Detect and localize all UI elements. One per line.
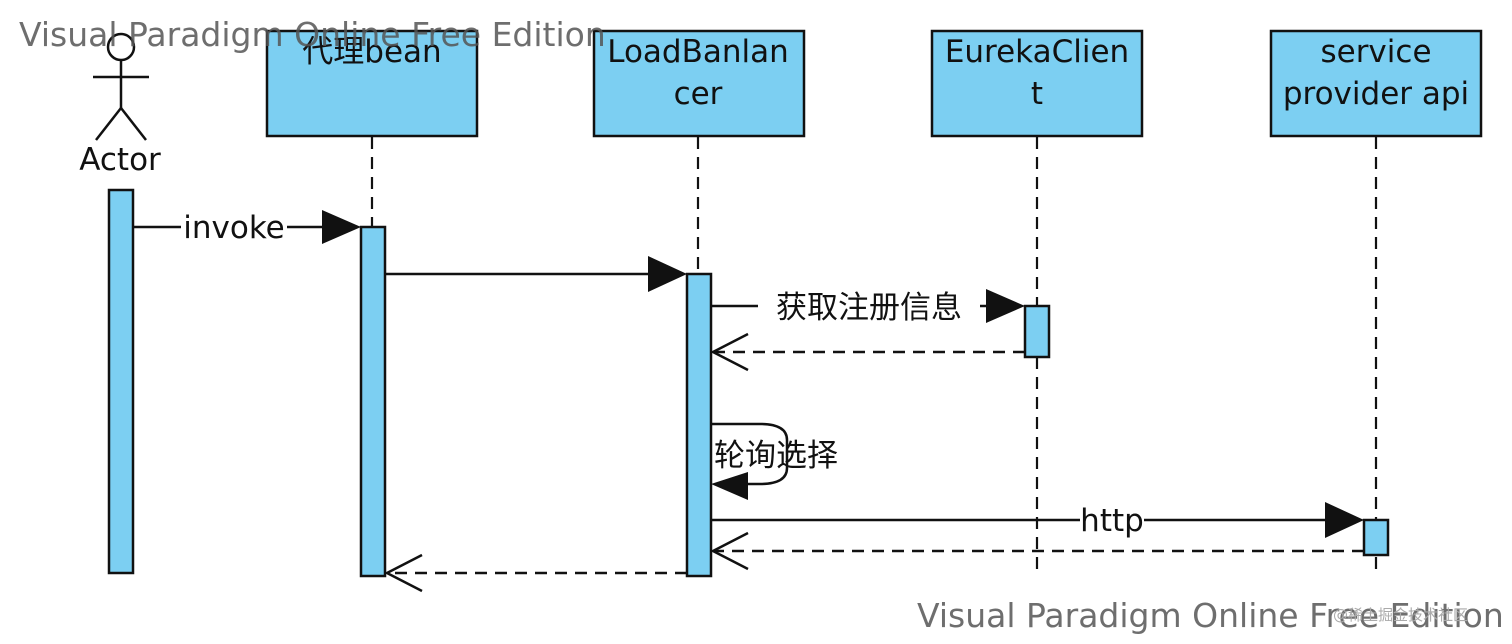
participant-service-api-label-1: service [1320, 34, 1431, 70]
participant-loadbalancer-label-2: cer [674, 76, 723, 112]
actor-figure [93, 32, 149, 141]
message-invoke-label: invoke [183, 210, 285, 246]
participant-proxy-label: 代理bean [302, 34, 441, 70]
activation-service-api [1362, 518, 1390, 557]
activation-eurekaclient [1023, 304, 1051, 359]
message-round-robin-label: 轮询选择 [714, 438, 838, 474]
activation-loadbalancer [685, 272, 713, 578]
message-proxy-to-loadbalancer [385, 256, 687, 292]
participant-loadbalancer-label-1: LoadBanlan [607, 34, 789, 70]
return-service-to-loadbalancer [710, 531, 1364, 571]
return-eureka-to-loadbalancer [710, 332, 1025, 372]
participant-eurekaclient-label-1: EurekaClien [945, 34, 1129, 70]
participant-eurekaclient-label-2: t [1031, 76, 1043, 112]
return-loadbalancer-to-proxy [384, 553, 687, 593]
watermark-corner: @稀土掘金技术社区 [1333, 606, 1468, 624]
participant-eurekaclient: EurekaClien t [930, 29, 1144, 138]
message-round-robin: 轮询选择 [711, 422, 838, 500]
participant-service-api: service provider api [1269, 29, 1483, 138]
activation-actor [107, 188, 135, 575]
message-invoke: invoke [133, 208, 361, 246]
watermark-bottom: Visual Paradigm Online Free Edition [917, 596, 1504, 635]
message-fetch-registry-label: 获取注册信息 [776, 290, 962, 326]
activation-proxy [359, 225, 387, 578]
participant-service-api-label-2: provider api [1283, 76, 1469, 112]
participant-proxy: 代理bean [265, 29, 479, 138]
message-fetch-registry: 获取注册信息 [711, 287, 1025, 327]
watermark-top: Visual Paradigm Online Free Edition [19, 15, 606, 54]
message-http-label: http [1080, 503, 1144, 539]
message-http: http [711, 502, 1364, 540]
participant-loadbalancer: LoadBanlan cer [592, 29, 806, 138]
actor-label: Actor [79, 142, 161, 178]
